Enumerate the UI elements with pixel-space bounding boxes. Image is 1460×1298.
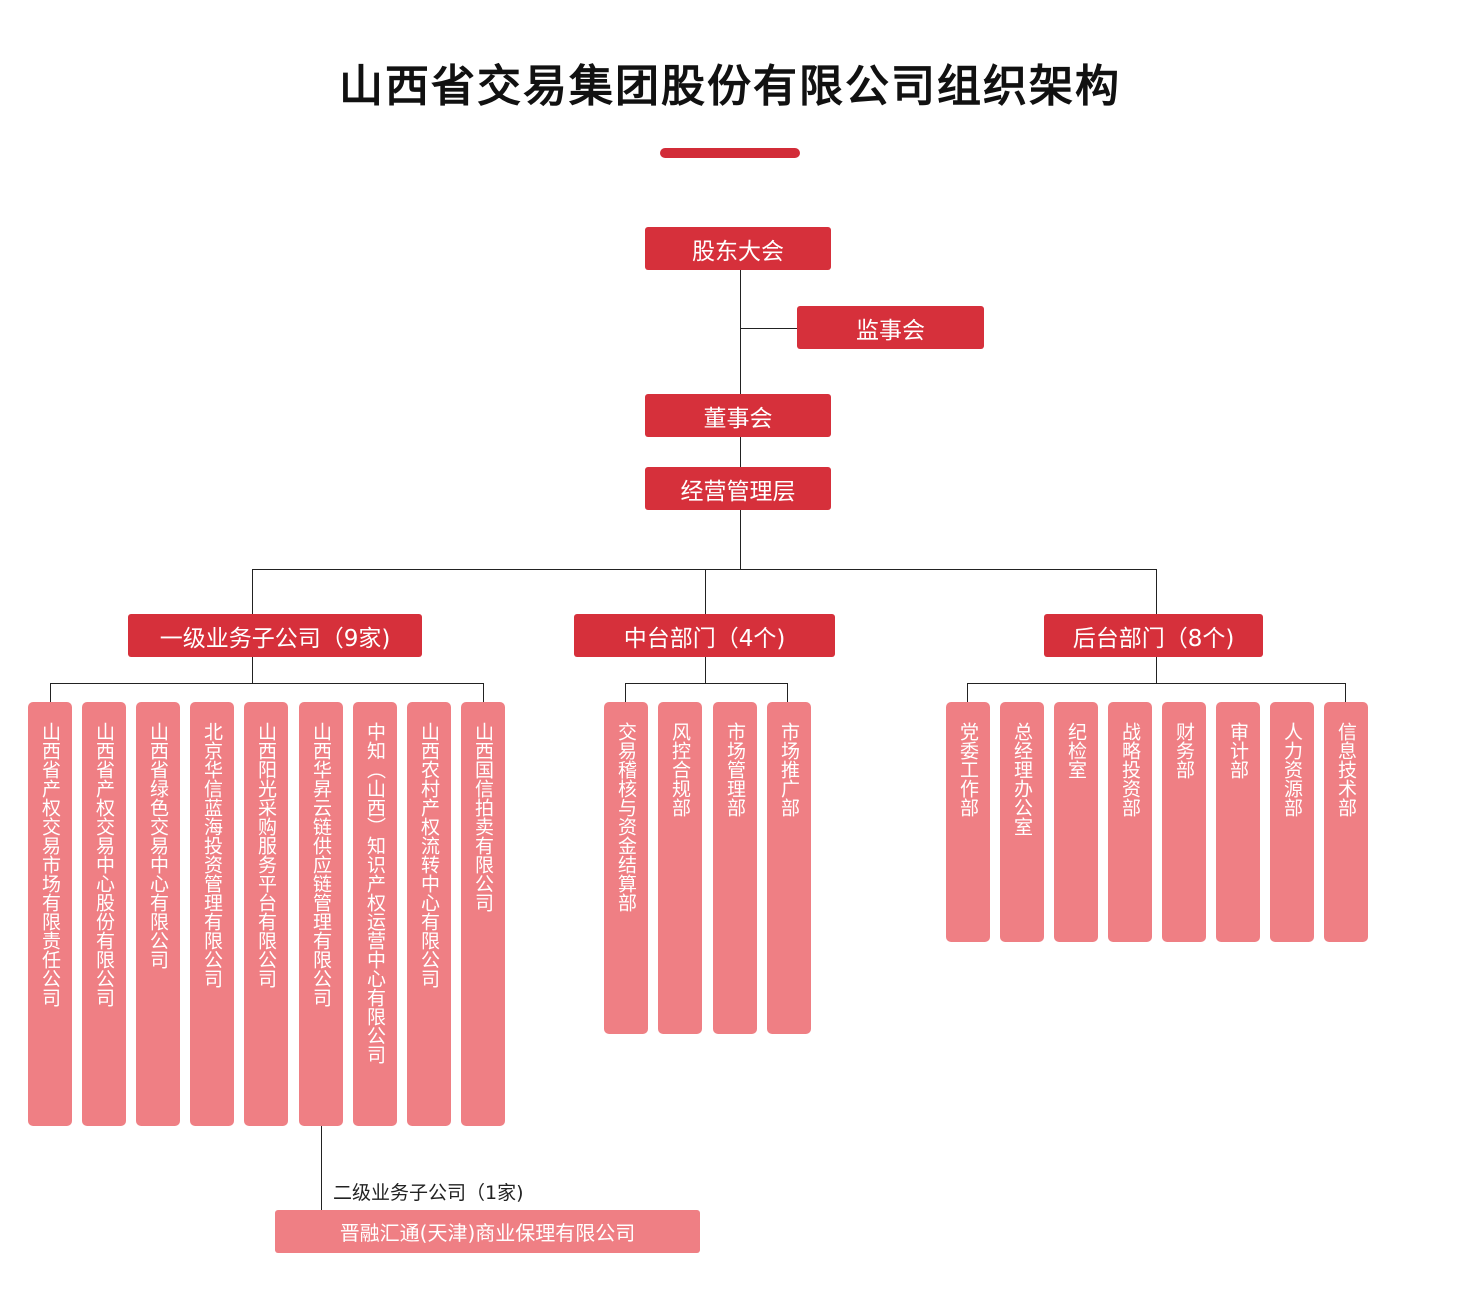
back-dept-label: 纪检室 — [1065, 722, 1087, 779]
back-dept-box: 人力资源部 — [1270, 702, 1314, 942]
connector-sub-stem — [252, 657, 253, 684]
back-dept-box: 纪检室 — [1054, 702, 1098, 942]
group-back-header: 后台部门（8个) — [1044, 614, 1263, 657]
subsidiary-box: 中知（山西）知识产权运营中心有限公司 — [353, 702, 397, 1126]
middle-dept-label: 风控合规部 — [669, 722, 691, 817]
back-dept-box: 党委工作部 — [946, 702, 990, 942]
shareholders-box: 股东大会 — [645, 227, 831, 270]
back-dept-label: 党委工作部 — [957, 722, 979, 817]
subsidiary-box: 北京华信蓝海投资管理有限公司 — [190, 702, 234, 1126]
back-dept-box: 信息技术部 — [1324, 702, 1368, 942]
title-underline — [660, 148, 800, 158]
secondary-subsidiary-box: 晋融汇通(天津)商业保理有限公司 — [275, 1210, 700, 1253]
subsidiary-box: 山西省产权交易中心股份有限公司 — [82, 702, 126, 1126]
subsidiary-box: 山西省产权交易市场有限责任公司 — [28, 702, 72, 1126]
subsidiary-box: 山西国信拍卖有限公司 — [461, 702, 505, 1126]
subsidiary-label: 山西省产权交易市场有限责任公司 — [39, 722, 61, 1007]
middle-dept-box: 市场管理部 — [713, 702, 757, 1034]
middle-dept-label: 交易稽核与资金结算部 — [615, 722, 637, 912]
subsidiary-box: 山西省绿色交易中心有限公司 — [136, 702, 180, 1126]
subsidiary-label: 山西省绿色交易中心有限公司 — [147, 722, 169, 969]
middle-dept-box: 交易稽核与资金结算部 — [604, 702, 648, 1034]
board-box: 董事会 — [645, 394, 831, 437]
management-box: 经营管理层 — [645, 467, 831, 510]
page-title: 山西省交易集团股份有限公司组织架构 — [339, 61, 1121, 112]
back-dept-label: 总经理办公室 — [1011, 722, 1033, 836]
connector-group-left — [252, 569, 253, 615]
connector-supervisors — [740, 328, 798, 329]
connector-back-stem — [1156, 657, 1157, 684]
back-dept-label: 人力资源部 — [1281, 722, 1303, 817]
subsidiary-box: 山西农村产权流转中心有限公司 — [407, 702, 451, 1126]
supervisors-box: 监事会 — [797, 306, 984, 349]
subsidiary-box: 山西华昇云链供应链管理有限公司 — [299, 702, 343, 1126]
connector-sub-drop — [483, 683, 484, 703]
back-dept-box: 财务部 — [1162, 702, 1206, 942]
subsidiary-box: 山西阳光采购服务平台有限公司 — [244, 702, 288, 1126]
connector-back-drop — [1345, 683, 1346, 703]
back-dept-label: 财务部 — [1173, 722, 1195, 779]
back-dept-label: 审计部 — [1227, 722, 1249, 779]
connector-mid-drop — [787, 683, 788, 703]
middle-dept-box: 市场推广部 — [767, 702, 811, 1034]
back-dept-box: 战略投资部 — [1108, 702, 1152, 942]
connector-mid-stem — [705, 657, 706, 684]
connector-back-horizontal — [967, 683, 1346, 684]
back-dept-box: 总经理办公室 — [1000, 702, 1044, 942]
connector-back-drop — [967, 683, 968, 703]
subsidiary-label: 山西华昇云链供应链管理有限公司 — [310, 722, 332, 1007]
middle-dept-box: 风控合规部 — [658, 702, 702, 1034]
group-subsidiaries-header: 一级业务子公司（9家) — [128, 614, 422, 657]
back-dept-label: 战略投资部 — [1119, 722, 1141, 817]
connector-group-right — [1156, 569, 1157, 615]
subsidiary-label: 北京华信蓝海投资管理有限公司 — [201, 722, 223, 988]
connector-groups-horizontal — [252, 569, 1157, 570]
back-dept-label: 信息技术部 — [1335, 722, 1357, 817]
connector-sub-horizontal — [50, 683, 484, 684]
middle-dept-label: 市场推广部 — [778, 722, 800, 817]
connector-sub-drop — [50, 683, 51, 703]
subsidiary-label: 山西省产权交易中心股份有限公司 — [93, 722, 115, 1007]
subsidiary-label: 山西国信拍卖有限公司 — [472, 722, 494, 912]
subsidiary-label: 中知（山西）知识产权运营中心有限公司 — [364, 722, 386, 1064]
subsidiary-label: 山西农村产权流转中心有限公司 — [418, 722, 440, 988]
middle-dept-label: 市场管理部 — [724, 722, 746, 817]
connector-mid-drop — [625, 683, 626, 703]
connector-group-middle — [705, 569, 706, 615]
connector-mid-horizontal — [625, 683, 788, 684]
secondary-subsidiary-label: 二级业务子公司（1家) — [333, 1182, 524, 1204]
group-middle-header: 中台部门（4个) — [574, 614, 835, 657]
subsidiary-label: 山西阳光采购服务平台有限公司 — [255, 722, 277, 988]
back-dept-box: 审计部 — [1216, 702, 1260, 942]
connector-secondary — [321, 1126, 322, 1211]
